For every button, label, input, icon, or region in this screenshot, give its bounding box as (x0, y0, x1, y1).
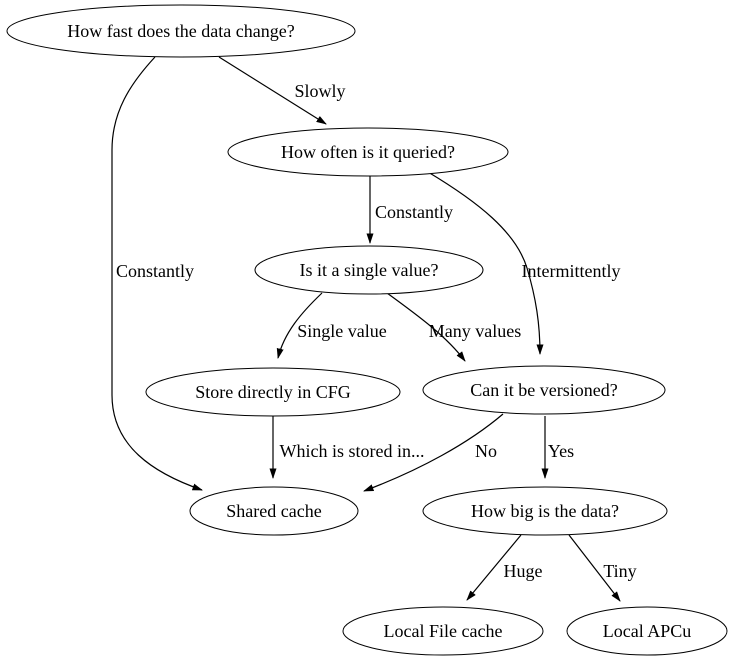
node-store-cfg: Store directly in CFG (145, 367, 401, 417)
node-store-cfg-label: Store directly in CFG (195, 382, 351, 402)
node-shared-cache-label: Shared cache (226, 501, 321, 521)
edge-label-intermittently: Intermittently (522, 261, 621, 281)
edge-label-yes: Yes (548, 441, 574, 461)
edge-versioned-sharedcache (363, 413, 504, 492)
edge-label-single-value: Single value (297, 321, 386, 341)
node-local-file-ellipse (342, 606, 544, 656)
node-shared-cache-ellipse (189, 486, 359, 536)
node-how-big-ellipse (422, 486, 668, 536)
edges: Slowly Constantly Constantly Intermitten… (111, 56, 637, 602)
node-how-often-label: How often is it queried? (281, 142, 455, 162)
node-how-big: How big is the data? (422, 486, 668, 536)
edge-label-constantly-mid: Constantly (375, 202, 453, 222)
node-local-file-label: Local File cache (384, 621, 503, 641)
node-local-apcu: Local APCu (566, 606, 728, 656)
node-how-big-label: How big is the data? (471, 501, 619, 521)
edge-howfast-howoften (218, 56, 327, 125)
edge-label-tiny: Tiny (603, 561, 636, 581)
node-versioned-ellipse (422, 365, 666, 415)
node-local-apcu-label: Local APCu (603, 621, 692, 641)
edge-label-many-values: Many values (429, 321, 521, 341)
node-local-file: Local File cache (342, 606, 544, 656)
edge-label-slowly: Slowly (294, 81, 345, 101)
node-how-often-ellipse (227, 127, 509, 177)
edge-singlevalue-versioned (386, 292, 466, 362)
node-shared-cache: Shared cache (189, 486, 359, 536)
edge-label-no: No (475, 441, 497, 461)
node-versioned: Can it be versioned? (422, 365, 666, 415)
node-single-value: Is it a single value? (254, 245, 484, 295)
node-how-fast-ellipse (6, 4, 356, 58)
node-versioned-label: Can it be versioned? (470, 380, 617, 400)
edge-howbig-localfile (466, 534, 522, 601)
node-how-often: How often is it queried? (227, 127, 509, 177)
edge-howbig-localapcu (568, 534, 621, 602)
edge-howoften-versioned (427, 171, 544, 355)
node-how-fast: How fast does the data change? (6, 4, 356, 58)
node-how-fast-label: How fast does the data change? (67, 21, 294, 41)
node-single-value-label: Is it a single value? (300, 260, 439, 280)
nodes: How fast does the data change? How often… (6, 4, 728, 656)
node-store-cfg-ellipse (145, 367, 401, 417)
edge-label-constantly-left: Constantly (116, 261, 194, 281)
edge-singlevalue-storecfg (276, 292, 323, 359)
edge-label-huge: Huge (504, 561, 543, 581)
edge-label-which-stored: Which is stored in... (280, 441, 425, 461)
edge-howfast-sharedcache (111, 56, 203, 491)
node-local-apcu-ellipse (566, 606, 728, 656)
node-single-value-ellipse (254, 245, 484, 295)
